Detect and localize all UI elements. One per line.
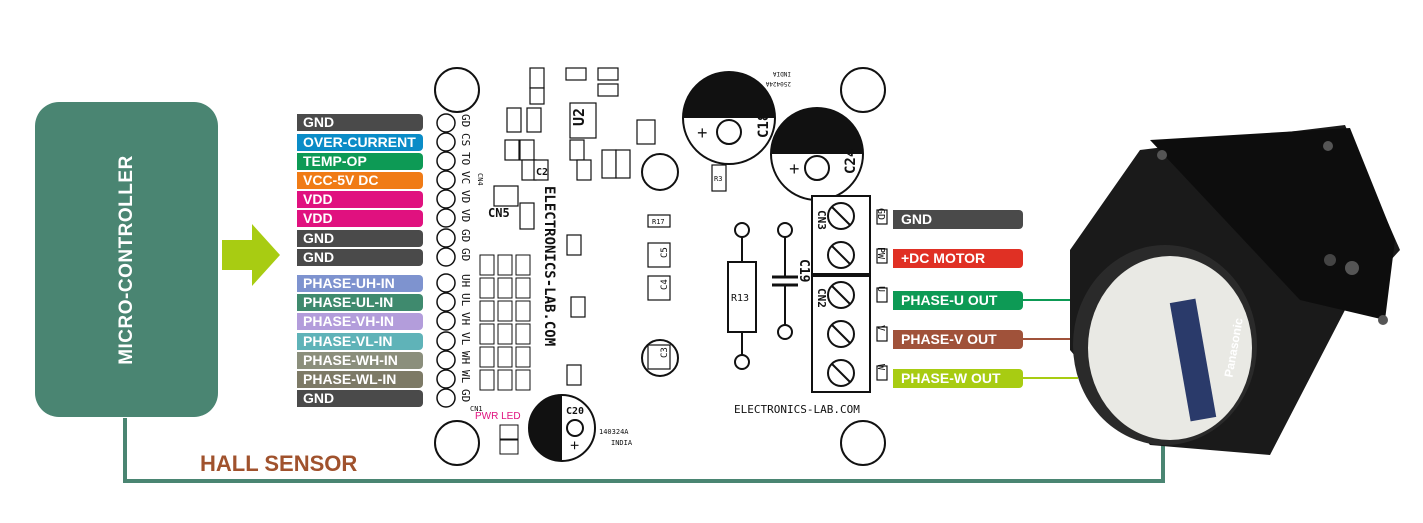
- mounting-hole: [840, 420, 886, 466]
- micro-controller-block: MICRO-CONTROLLER: [35, 102, 218, 417]
- date-country: INDIA: [611, 439, 633, 447]
- header-pin-label: GD: [459, 229, 472, 242]
- site-vertical: ELECTRONICS-LAB.COM: [541, 186, 557, 346]
- header-pin-label: VL: [459, 332, 472, 346]
- cn2-pin-label: V: [875, 325, 886, 331]
- micro-controller-label: MICRO-CONTROLLER: [115, 154, 137, 365]
- pin-label-temp-op: TEMP-OP: [297, 153, 423, 170]
- header-pin-label: VD: [459, 209, 472, 222]
- c18-designator: C18: [756, 113, 772, 138]
- header-pin-label: GD: [459, 248, 472, 261]
- hall-sensor-wire: [123, 418, 1165, 483]
- capacitor-c19: [772, 222, 798, 340]
- header-pin-label: GD: [459, 114, 472, 127]
- pin-label-phase-ul-in: PHASE-UL-IN: [297, 294, 423, 311]
- date-code: 140324A: [599, 428, 629, 436]
- pin-label-gnd: GND: [297, 249, 423, 266]
- resistor-r13: [727, 222, 757, 370]
- top-country: INDIA: [773, 70, 791, 77]
- pin-label-phase-wl-in: PHASE-WL-IN: [297, 371, 423, 388]
- header-pins: [436, 113, 456, 408]
- header-pin-label: VH: [459, 312, 472, 325]
- arrow-icon: [222, 224, 280, 286]
- header-pin-label: GD: [459, 389, 472, 402]
- pwr-led-label: PWR LED: [475, 411, 521, 422]
- pin-label-over-current: OVER-CURRENT: [297, 134, 423, 151]
- cn1-designator: CN1: [470, 405, 483, 413]
- cn3-pin-label: GD: [875, 208, 886, 220]
- out-label-gnd: GND: [893, 210, 1023, 229]
- pin-label-phase-vl-in: PHASE-VL-IN: [297, 333, 423, 350]
- out-label-phase-w-out: PHASE-W OUT: [893, 369, 1023, 388]
- silkscreen: U2 C18 C24 C20 C19 R13 CN5 CN3 CN2 C2 C5…: [459, 70, 886, 447]
- header-pin-label: CS: [459, 133, 472, 146]
- header-pin-label: WH: [459, 351, 472, 364]
- out-label-dc-motor: +DC MOTOR: [893, 249, 1023, 268]
- capacitor-c24: [770, 107, 864, 201]
- capacitor-c18: [682, 71, 776, 165]
- svg-text:+: +: [789, 159, 800, 179]
- terminal-block-cn2: [811, 275, 871, 393]
- pin-label-phase-uh-in: PHASE-UH-IN: [297, 275, 423, 292]
- motor: [1070, 125, 1400, 455]
- cn2-designator: CN2: [815, 288, 828, 308]
- mounting-hole: [434, 67, 480, 113]
- pin-label-vdd: VDD: [297, 191, 423, 208]
- u2-designator: U2: [570, 108, 588, 126]
- hall-sensor-label: HALL SENSOR: [200, 451, 358, 476]
- cn3-designator: CN3: [815, 210, 828, 230]
- c20-designator: C20: [566, 406, 584, 417]
- header-pin-label: UL: [459, 293, 472, 307]
- pin-label-gnd: GND: [297, 230, 423, 247]
- r17-designator: R17: [652, 218, 665, 226]
- cn4-designator: CN4: [476, 173, 484, 186]
- pin-label-gnd: GND: [297, 114, 423, 131]
- cn5-designator: CN5: [488, 206, 510, 220]
- mounting-hole: [641, 153, 679, 191]
- c24-designator: C24: [843, 149, 859, 174]
- cn3-pin-label: PW: [875, 247, 886, 260]
- mounting-hole: [840, 67, 886, 113]
- svg-text:+: +: [567, 441, 584, 450]
- site-horizontal: ELECTRONICS-LAB.COM: [734, 403, 860, 416]
- header-pin-label: WL: [459, 370, 472, 384]
- smd-parts: [493, 67, 727, 386]
- pin-label-gnd: GND: [297, 390, 423, 407]
- out-label-phase-u-out: PHASE-U OUT: [893, 291, 1023, 310]
- pin-label-phase-vh-in: PHASE-VH-IN: [297, 313, 423, 330]
- terminal-pads: [876, 209, 888, 381]
- out-label-phase-v-out: PHASE-V OUT: [893, 330, 1023, 349]
- c3-designator: C3: [660, 347, 670, 358]
- c19-designator: C19: [796, 259, 811, 282]
- pin-label-vdd: VDD: [297, 210, 423, 227]
- pin-label-phase-wh-in: PHASE-WH-IN: [297, 352, 423, 369]
- output-wires: [1023, 299, 1078, 379]
- cn2-pin-label: U: [875, 286, 886, 292]
- r3-designator: R3: [714, 175, 722, 183]
- r13-designator: R13: [731, 293, 749, 304]
- c2-designator: C2: [536, 167, 548, 178]
- top-date-code: 250424A: [765, 80, 791, 87]
- header-pin-label: TO: [459, 152, 472, 165]
- capacitor-c20: [528, 394, 596, 462]
- header-pin-label: VD: [459, 190, 472, 203]
- terminal-block-cn3: [811, 195, 871, 275]
- pin-label-vcc: VCC-5V DC: [297, 172, 423, 189]
- resistor-array: [479, 254, 531, 455]
- c5-designator: C5: [660, 247, 670, 258]
- cn2-pin-label: W: [875, 364, 886, 371]
- mounting-hole: [434, 420, 480, 466]
- header-pin-label: UH: [459, 274, 472, 287]
- header-pin-label: VC: [459, 171, 472, 184]
- c4-designator: C4: [660, 279, 670, 290]
- svg-text:+: +: [697, 123, 708, 143]
